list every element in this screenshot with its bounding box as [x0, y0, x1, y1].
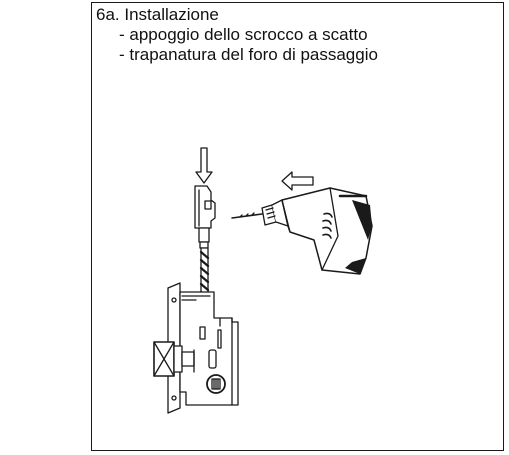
latch-bolt-part — [194, 185, 216, 249]
step-item-1: - appoggio dello scrocco a scatto — [119, 25, 368, 44]
step-item-2: - trapanatura del foro di passaggio — [119, 45, 378, 64]
step-title: 6a. Installazione — [96, 5, 219, 24]
lock-body — [153, 282, 239, 414]
left-arrow-icon — [281, 171, 314, 191]
down-arrow-icon — [195, 147, 213, 184]
power-drill-icon — [231, 187, 373, 275]
instruction-caption: 6a. Installazione - appoggio dello scroc… — [96, 5, 378, 65]
